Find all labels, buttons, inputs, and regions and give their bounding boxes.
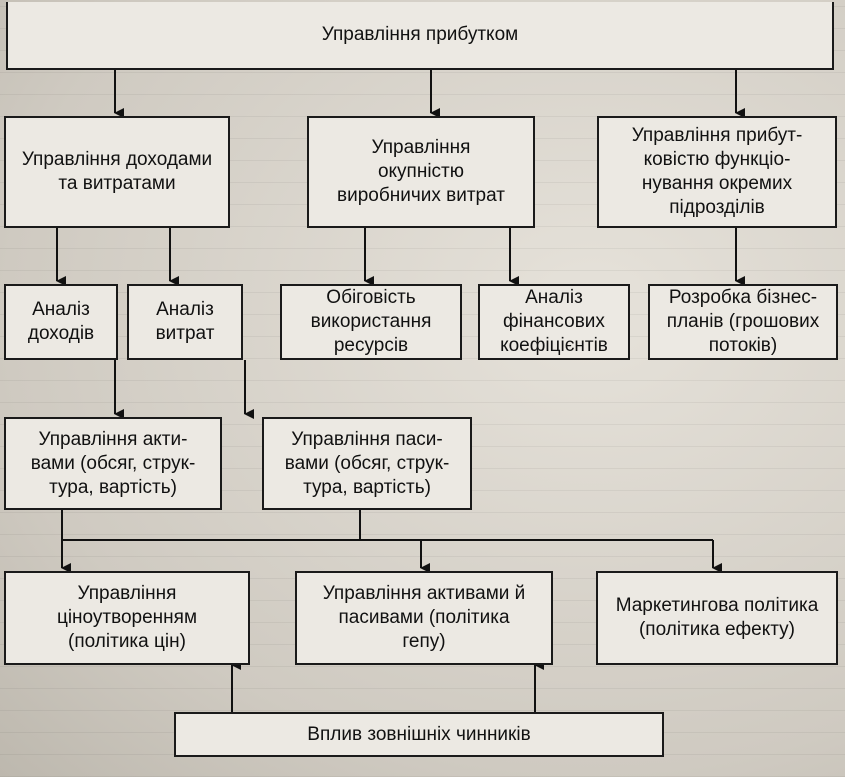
node-level4-marketing: Маркетингова політика (політика ефекту) [596, 571, 838, 665]
node-level4-pricing: Управління ціноутворенням (політика цін) [4, 571, 250, 665]
node-level2-expense-analysis: Аналіз витрат [127, 284, 243, 360]
node-level1-profitability: Управління прибут- ковістю функціо- нува… [597, 116, 837, 228]
node-bottom: Вплив зовнішніх чинників [174, 712, 664, 757]
node-level2-business-plans: Розробка бізнес- планів (грошових потокі… [648, 284, 838, 360]
node-level3-assets: Управління акти- вами (обсяг, струк- тур… [4, 417, 222, 510]
node-level2-financial-ratios: Аналіз фінансових коефіцієнтів [478, 284, 630, 360]
node-level1-income-expenses: Управління доходами та витратами [4, 116, 230, 228]
node-level2-income-analysis: Аналіз доходів [4, 284, 118, 360]
node-level3-liabilities: Управління паси- вами (обсяг, струк- тур… [262, 417, 472, 510]
node-level1-cost-payback: Управління окупністю виробничих витрат [307, 116, 535, 228]
node-top: Управління прибутком [6, 2, 834, 70]
node-top-label: Управління прибутком [321, 24, 519, 45]
node-level2-resource-turnover: Обіговість використання ресурсів [280, 284, 462, 360]
node-level4-gap-policy: Управління активами й пасивами (політика… [295, 571, 553, 665]
